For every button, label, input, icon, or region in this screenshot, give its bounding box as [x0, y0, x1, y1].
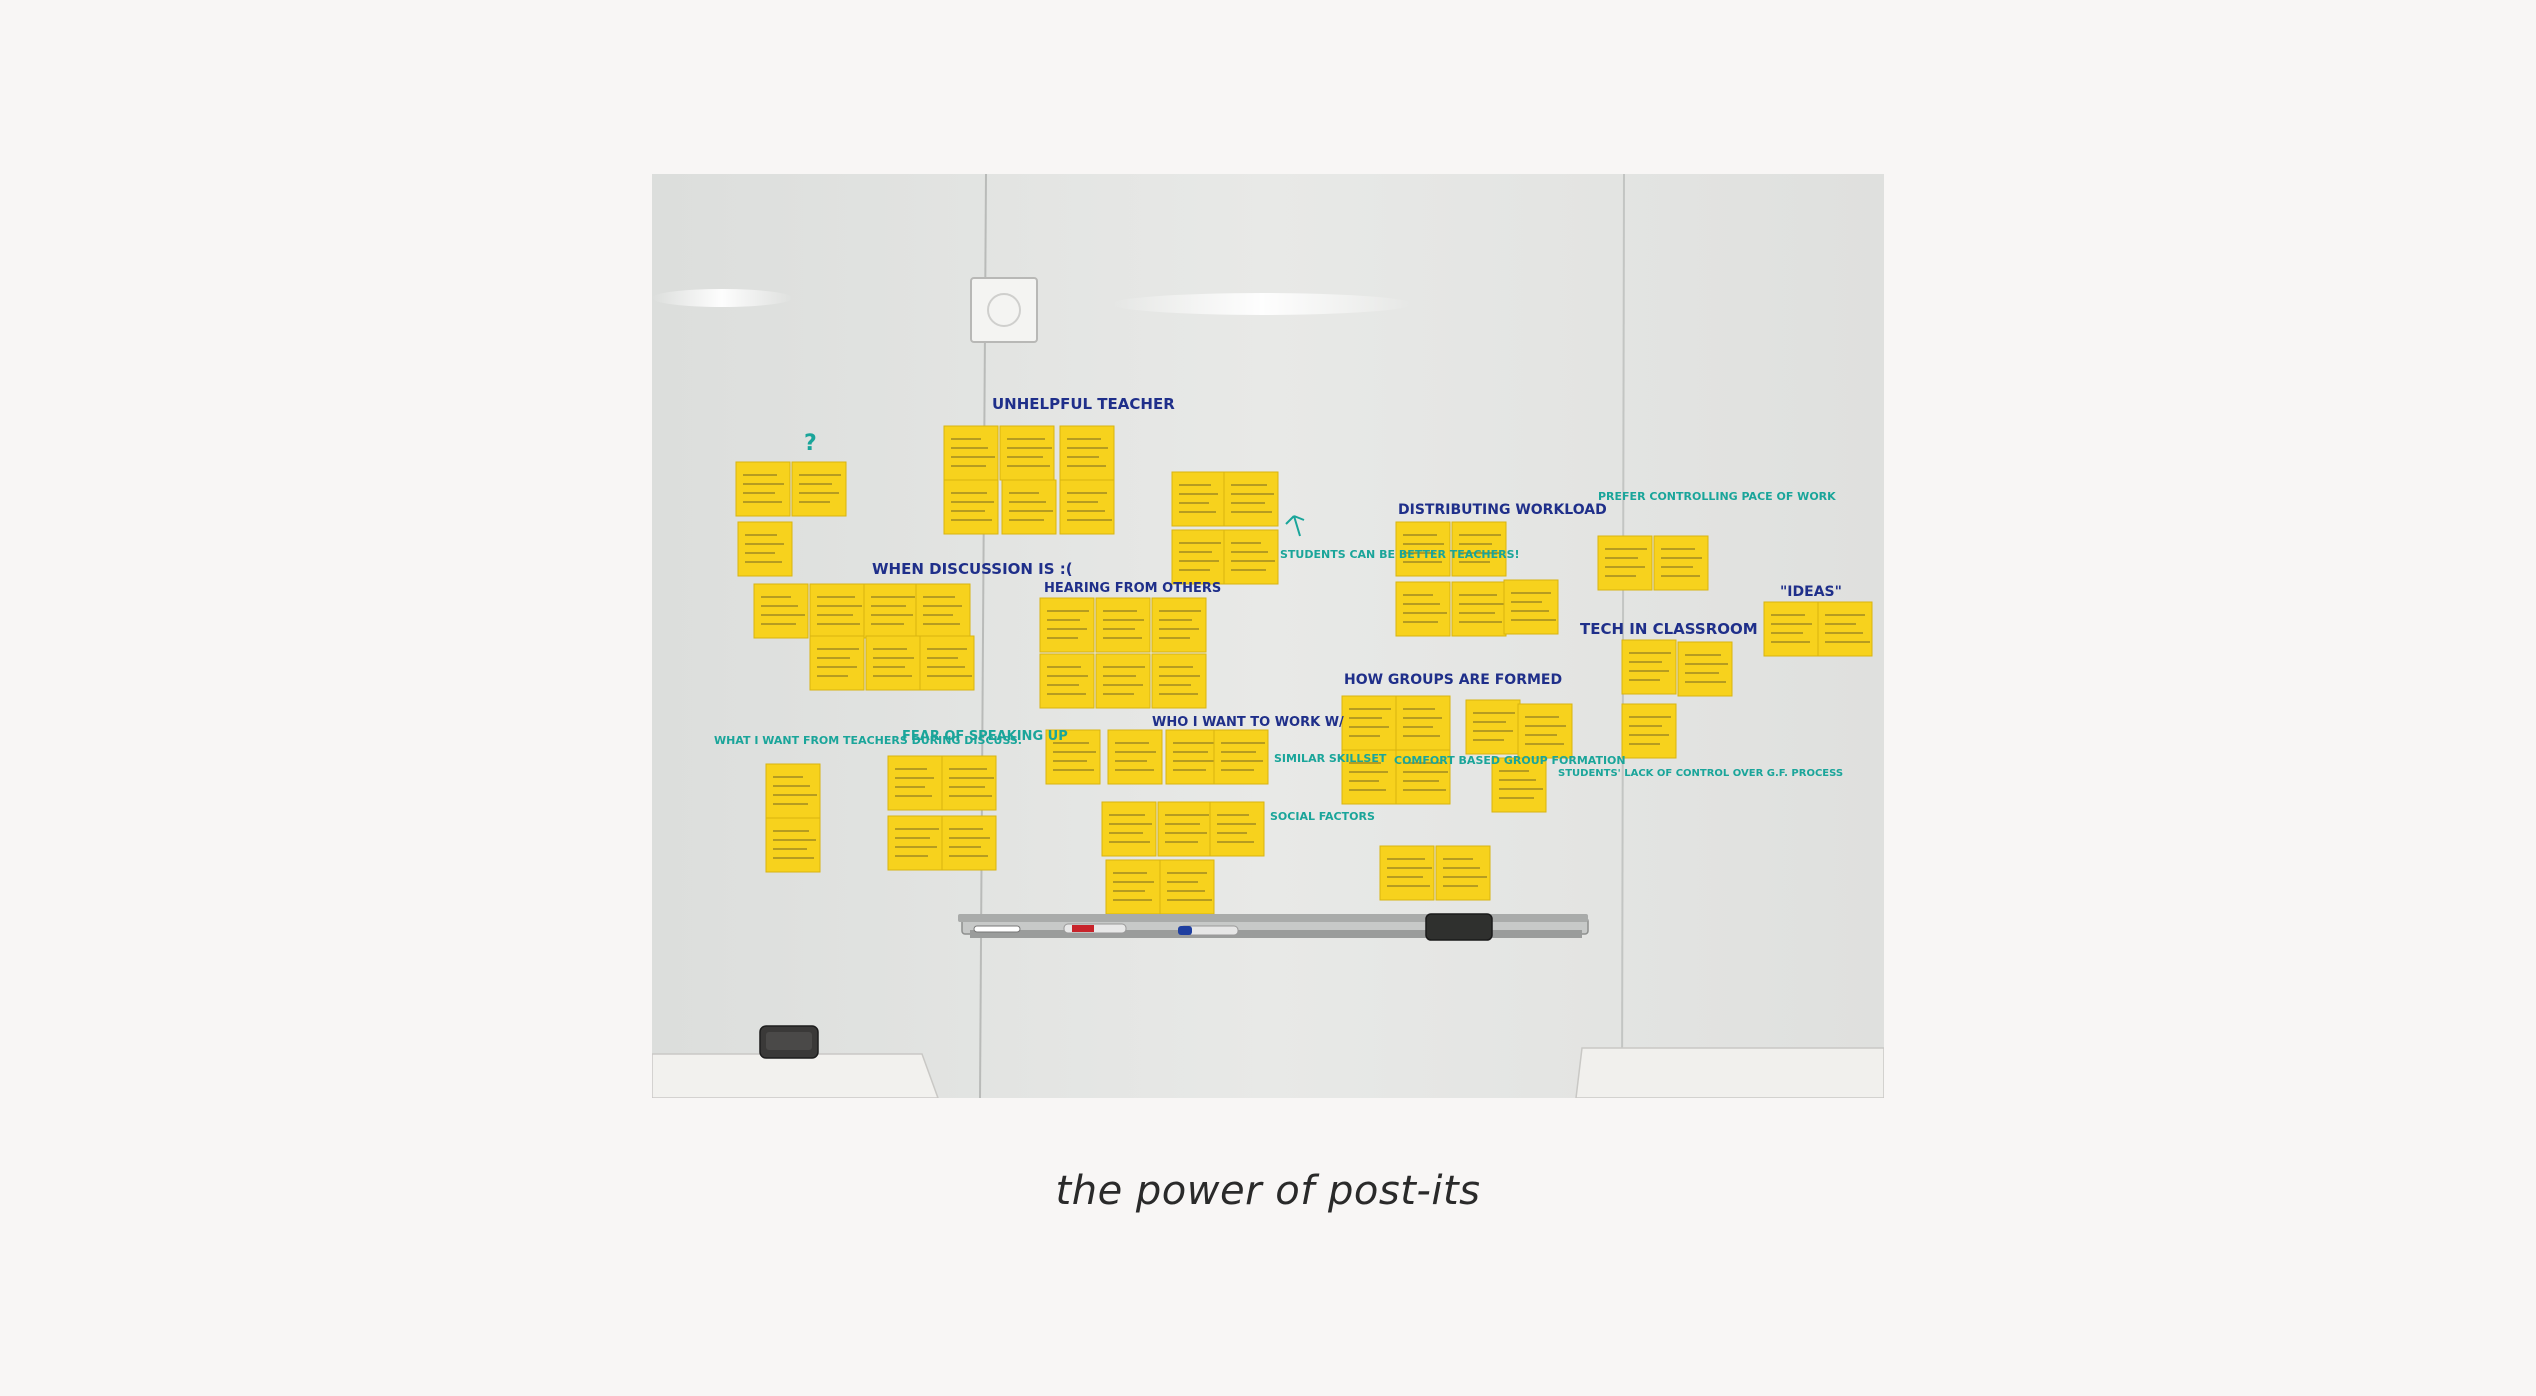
- label-ideas: "IDEAS": [1780, 584, 1842, 600]
- post-it-note: [809, 583, 865, 639]
- label-what-i-want: WHAT I WANT FROM TEACHERS DURING DISCUSS…: [714, 734, 1022, 747]
- post-it-note: [1395, 581, 1451, 637]
- post-it-note: [1209, 801, 1265, 857]
- post-it-note: [1171, 471, 1227, 527]
- post-it-note: [1451, 521, 1507, 577]
- arrow-mark: [1285, 515, 1305, 537]
- post-it-note: [1653, 535, 1709, 591]
- post-it-note: [1621, 639, 1677, 695]
- post-it-note: [1039, 597, 1095, 653]
- label-students-lack-control: STUDENTS' LACK OF CONTROL OVER G.F. PROC…: [1558, 768, 1843, 779]
- post-it-note: [1095, 653, 1151, 709]
- post-it-note: [941, 755, 997, 811]
- post-it-note: [1165, 729, 1221, 785]
- label-comfort-based: COMFORT BASED GROUP FORMATION: [1394, 754, 1626, 767]
- panel-seam: [1621, 174, 1625, 1098]
- post-it-note: [1503, 579, 1559, 635]
- label-students-better-teachers: STUDENTS CAN BE BETTER TEACHERS!: [1280, 548, 1520, 561]
- light-reflection: [652, 289, 792, 307]
- label-question-mark: ?: [804, 431, 817, 456]
- eraser: [1425, 913, 1493, 941]
- post-it-note: [791, 461, 847, 517]
- label-similar-skillset: SIMILAR SKILLSET: [1274, 752, 1387, 765]
- post-it-note: [1157, 801, 1213, 857]
- marker-tray: [958, 913, 1589, 941]
- post-it-note: [1105, 859, 1161, 915]
- label-when-discussion: WHEN DISCUSSION IS :(: [872, 560, 1073, 578]
- post-it-note: [1621, 703, 1677, 759]
- post-it-note: [1171, 529, 1227, 585]
- label-fear-of-speaking: FEAR OF SPEAKING UP: [902, 729, 1068, 744]
- post-it-note: [943, 479, 999, 535]
- post-it-note: [1395, 749, 1451, 805]
- post-it-note: [1341, 749, 1397, 805]
- post-it-note: [1223, 529, 1279, 585]
- post-it-note: [1465, 699, 1521, 755]
- label-prefer-controlling: PREFER CONTROLLING PACE OF WORK: [1598, 490, 1836, 503]
- post-it-note: [1763, 601, 1819, 657]
- caption: the power of post-its: [1055, 1168, 1481, 1214]
- label-social-factors: SOCIAL FACTORS: [1270, 810, 1375, 823]
- light-reflection: [1112, 293, 1412, 315]
- post-it-note: [1435, 845, 1491, 901]
- post-it-note: [1597, 535, 1653, 591]
- post-it-note: [919, 635, 975, 691]
- post-it-note: [765, 817, 821, 873]
- post-it-note: [1817, 601, 1873, 657]
- post-it-note: [1395, 695, 1451, 751]
- post-it-note: [1379, 845, 1435, 901]
- post-it-note: [1451, 581, 1507, 637]
- post-it-note: [1151, 653, 1207, 709]
- post-it-note: [915, 583, 971, 639]
- white-marker: [973, 925, 1021, 933]
- post-it-note: [1159, 859, 1215, 915]
- post-it-note: [1677, 641, 1733, 697]
- post-it-note: [1001, 479, 1057, 535]
- whiteboard-scene: UNHELPFUL TEACHER WHEN DISCUSSION IS :( …: [652, 174, 1884, 1098]
- post-it-note: [1039, 653, 1095, 709]
- post-it-note: [865, 635, 921, 691]
- wall-plate: [970, 277, 1038, 343]
- label-tech-in-classroom: TECH IN CLASSROOM: [1580, 620, 1758, 638]
- post-it-note: [943, 425, 999, 481]
- post-it-note: [1059, 425, 1115, 481]
- post-it-note: [1341, 695, 1397, 751]
- post-it-note: [737, 521, 793, 577]
- post-it-note: [1095, 597, 1151, 653]
- post-it-note: [1107, 729, 1163, 785]
- post-it-notes: [735, 425, 1873, 915]
- post-it-note: [1491, 757, 1547, 813]
- post-it-note: [809, 635, 865, 691]
- post-it-note: [735, 461, 791, 517]
- post-it-note: [1223, 471, 1279, 527]
- post-it-note: [765, 763, 821, 819]
- post-it-note: [887, 755, 943, 811]
- post-it-note: [1517, 703, 1573, 759]
- post-it-note: [941, 815, 997, 871]
- post-it-note: [1213, 729, 1269, 785]
- label-how-groups-formed: HOW GROUPS ARE FORMED: [1344, 672, 1562, 688]
- table: [1575, 1047, 1884, 1098]
- label-unhelpful-teacher: UNHELPFUL TEACHER: [992, 395, 1175, 413]
- label-distributing-workload: DISTRIBUTING WORKLOAD: [1398, 502, 1607, 518]
- post-it-note: [1395, 521, 1451, 577]
- post-it-note: [753, 583, 809, 639]
- post-it-note: [1059, 479, 1115, 535]
- post-it-note: [863, 583, 919, 639]
- post-it-note: [887, 815, 943, 871]
- label-hearing-from-others: HEARING FROM OTHERS: [1044, 581, 1221, 596]
- post-it-note: [1101, 801, 1157, 857]
- label-who-i-want: WHO I WANT TO WORK W/: [1152, 715, 1344, 730]
- post-it-note: [1045, 729, 1101, 785]
- post-it-note: [1151, 597, 1207, 653]
- table: [652, 1053, 939, 1098]
- post-it-note: [999, 425, 1055, 481]
- whiteboard-photo: UNHELPFUL TEACHER WHEN DISCUSSION IS :( …: [652, 174, 1884, 1098]
